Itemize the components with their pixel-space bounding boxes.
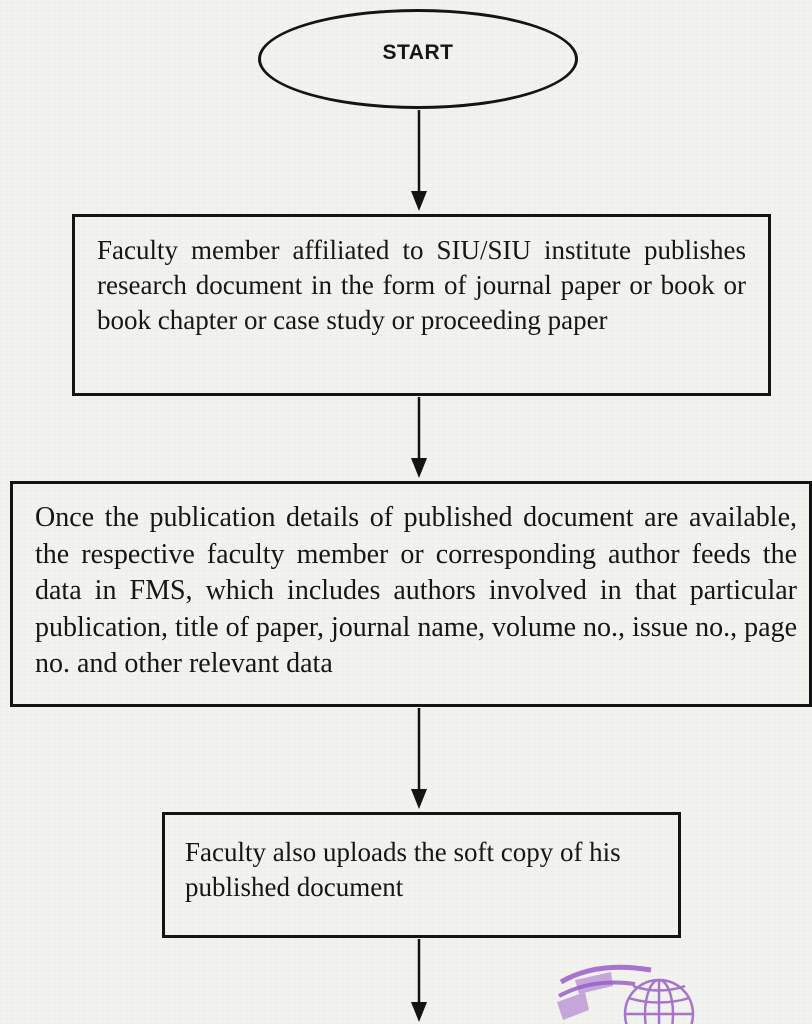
arrowhead-next [411, 1002, 427, 1022]
step-publish-text: Faculty member affiliated to SIU/SIU ins… [97, 235, 746, 335]
step-feed-data-text: Once the publication details of publishe… [35, 502, 797, 679]
arrowhead-step1 [411, 191, 427, 211]
process-step-publish: Faculty member affiliated to SIU/SIU ins… [72, 214, 771, 396]
process-step-upload: Faculty also uploads the soft copy of hi… [162, 812, 681, 938]
arrowhead-step2 [411, 458, 427, 478]
arrowhead-step3 [411, 789, 427, 809]
globe-seal-icon [557, 964, 695, 1024]
step-upload-text: Faculty also uploads the soft copy of hi… [185, 837, 621, 902]
process-step-feed-data: Once the publication details of publishe… [10, 481, 812, 707]
start-label: START [382, 41, 454, 64]
start-terminal: START [258, 9, 578, 109]
